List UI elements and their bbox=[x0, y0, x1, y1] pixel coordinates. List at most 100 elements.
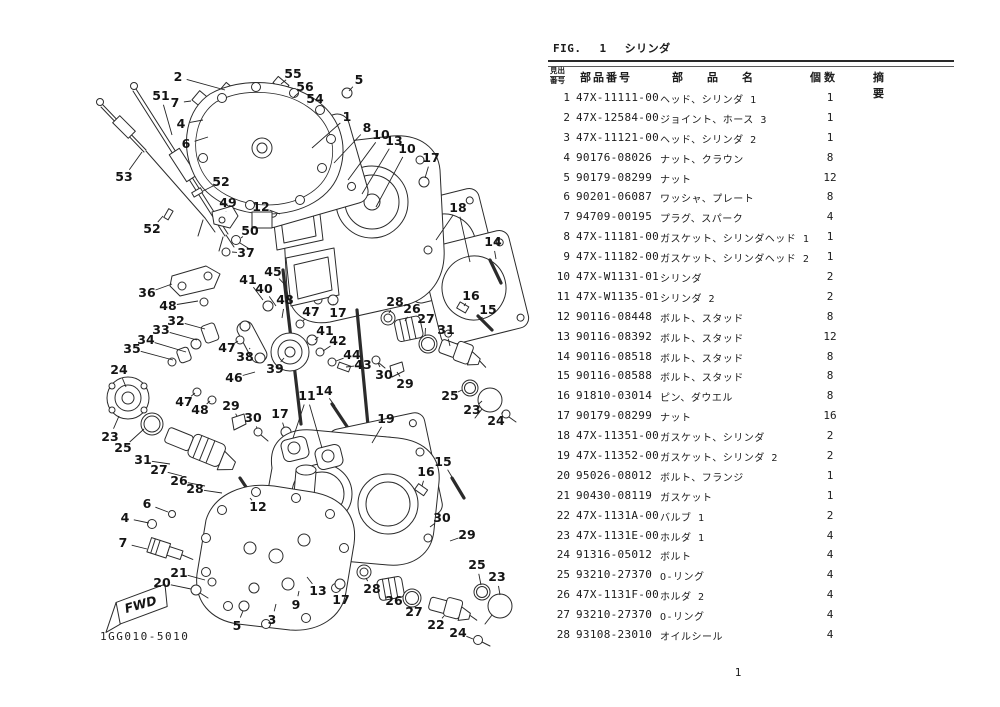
callout-leader-line bbox=[390, 592, 392, 595]
callout-leader-line bbox=[498, 585, 501, 596]
callout-leader-line bbox=[435, 215, 454, 241]
callout-label: 23 bbox=[101, 429, 118, 444]
item-no-header-divider bbox=[550, 75, 565, 77]
callout-leader-line bbox=[170, 584, 192, 590]
cell-part-number: 47X-11351-00 bbox=[576, 429, 660, 443]
callout-label: 2 bbox=[174, 69, 183, 84]
callout-label: 29 bbox=[222, 398, 239, 413]
callout-label: 5 bbox=[233, 618, 242, 633]
callout-leader-line bbox=[441, 615, 445, 619]
callout-label: 50 bbox=[241, 223, 259, 238]
cell-qty: 4 bbox=[826, 568, 834, 582]
callout-leader-line bbox=[309, 404, 323, 449]
callout-leader-line bbox=[478, 573, 482, 586]
cell-item-no: 8 bbox=[563, 230, 570, 244]
callout-leader-line bbox=[365, 577, 369, 582]
cell-item-no: 1 bbox=[563, 91, 570, 104]
callout-label: 40 bbox=[255, 281, 273, 296]
callout-label: 52 bbox=[143, 221, 160, 236]
cell-qty: 4 bbox=[826, 528, 834, 542]
cell-item-no: 19 bbox=[556, 449, 570, 463]
callout-label: 8 bbox=[363, 120, 372, 135]
callout-label: 6 bbox=[182, 136, 191, 151]
callout-label: 7 bbox=[119, 535, 128, 550]
callout-leader-line bbox=[335, 357, 344, 362]
table-header: 見出 番号 部品番号 部品名 個数 摘要 bbox=[548, 66, 954, 100]
cell-part-number: 47X-11352-00 bbox=[576, 449, 660, 463]
column-header-item-no: 見出 番号 bbox=[550, 67, 565, 85]
cell-qty: 12 bbox=[823, 329, 837, 343]
cell-part-name: シリンダ bbox=[660, 274, 702, 286]
callout-label: 23 bbox=[463, 402, 480, 417]
cell-part-name: シリンダ 2 bbox=[660, 293, 716, 305]
callout-label: 24 bbox=[449, 625, 467, 640]
cell-part-number: 95026-08012 bbox=[576, 468, 653, 482]
cell-part-number: 47X-11121-00 bbox=[576, 130, 660, 144]
cell-part-name: ヘッド、シリンダ 1 bbox=[660, 95, 757, 106]
cell-part-number: 93210-27370 bbox=[576, 568, 653, 582]
callout-leader-line bbox=[281, 308, 284, 319]
callout-label: 27 bbox=[150, 462, 167, 477]
callout-label: 24 bbox=[487, 413, 505, 428]
callout-leader-line bbox=[424, 166, 429, 179]
callout-label: 26 bbox=[403, 301, 421, 316]
callout-label: 35 bbox=[123, 341, 140, 356]
cell-part-number: 90116-08448 bbox=[576, 309, 653, 323]
callout-label: 17 bbox=[271, 406, 288, 421]
callout-label: 13 bbox=[385, 133, 402, 148]
cell-part-name: ボルト、フランジ bbox=[660, 472, 744, 484]
cell-part-number: 90179-08299 bbox=[576, 409, 653, 423]
callout-leader-line bbox=[154, 342, 187, 353]
cell-item-no: 28 bbox=[556, 628, 570, 642]
callout-label: 49 bbox=[219, 195, 236, 210]
callout-leader-line bbox=[328, 398, 336, 407]
callout-label: 14 bbox=[315, 383, 333, 398]
item-no-header-top: 見出 bbox=[550, 66, 565, 75]
callout-leader-line bbox=[249, 497, 253, 501]
callout-label: 56 bbox=[296, 79, 314, 94]
cell-item-no: 14 bbox=[556, 349, 570, 363]
callout-label: 43 bbox=[354, 357, 371, 372]
cell-qty: 1 bbox=[826, 230, 834, 244]
callout-leader-line bbox=[302, 318, 306, 322]
cell-item-no: 9 bbox=[563, 250, 570, 264]
cell-part-number: 91316-05012 bbox=[576, 548, 653, 562]
callout-leader-line bbox=[345, 365, 355, 368]
cell-item-no: 23 bbox=[556, 528, 570, 542]
cell-qty: 8 bbox=[826, 150, 834, 164]
callout-label: 28 bbox=[386, 294, 403, 309]
cell-qty: 1 bbox=[826, 91, 834, 104]
callout-label: 15 bbox=[479, 302, 496, 317]
callout-label: 30 bbox=[375, 367, 393, 382]
cell-part-number: 47X-11181-00 bbox=[576, 230, 660, 244]
cell-qty: 1 bbox=[826, 250, 834, 264]
cell-qty: 2 bbox=[826, 270, 834, 284]
cell-item-no: 12 bbox=[556, 309, 570, 323]
cell-part-number: 90430-08119 bbox=[576, 488, 653, 502]
cell-item-no: 6 bbox=[563, 190, 570, 204]
callout-leader-line bbox=[332, 303, 334, 306]
cell-qty: 4 bbox=[826, 210, 834, 224]
callout-label: 44 bbox=[343, 347, 361, 362]
cell-part-name: ガスケット、シリンダ 2 bbox=[660, 453, 778, 465]
cell-qty: 1 bbox=[826, 110, 834, 124]
cell-part-name: ホルダ 2 bbox=[660, 592, 705, 604]
callout-label: 32 bbox=[167, 313, 184, 328]
callout-leader-line bbox=[501, 411, 504, 415]
callout-label: 26 bbox=[385, 593, 403, 608]
column-header-remarks: 摘要 bbox=[873, 71, 918, 100]
callout-label: 31 bbox=[134, 452, 151, 467]
cell-qty: 8 bbox=[826, 389, 834, 403]
callout-label: 12 bbox=[252, 199, 269, 214]
callout-label: 4 bbox=[121, 510, 130, 525]
